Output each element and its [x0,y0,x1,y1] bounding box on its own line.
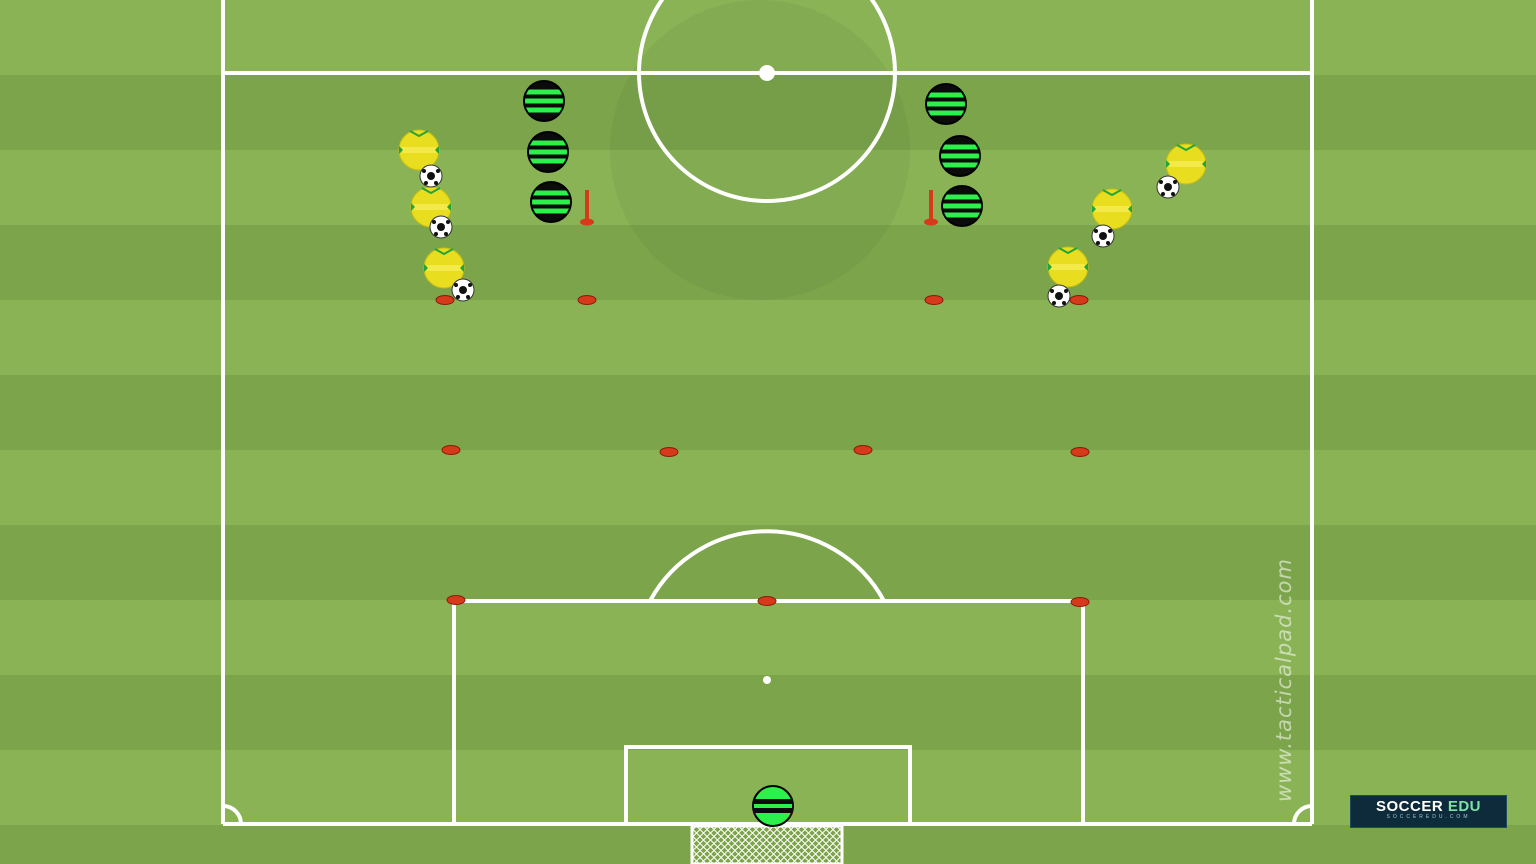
center-spot [759,65,775,81]
flat-cone [1070,597,1090,607]
goal-net [690,824,844,864]
logo-text: SOCCER EDU [1351,798,1506,815]
center-circle [637,0,897,203]
soccer-edu-logo: SOCCER EDU SOCCEREDU.COM [1350,795,1507,828]
attacker-group [398,129,1207,289]
defender-player [939,135,981,177]
corner-arc-right [1292,804,1313,825]
pole-marker [580,190,594,226]
attacker-player [1091,188,1133,230]
pole-marker [924,190,938,226]
penalty-arc [648,529,886,602]
goalkeeper-group [752,785,794,827]
flat-cone [1070,447,1090,457]
soccer-ball [1047,284,1071,308]
cone-group [435,295,1090,607]
flat-cone [1069,295,1089,305]
flat-cone [446,595,466,605]
flat-cone [441,445,461,455]
defender-player [941,185,983,227]
logo-text-main: SOCCER [1375,798,1444,815]
defender-group [523,80,983,227]
defender-player [530,181,572,223]
soccer-ball [1156,175,1180,199]
flat-cone [435,295,455,305]
attacker-player [423,247,465,289]
pole-group [580,190,938,226]
logo-text-accent: EDU [1447,798,1482,815]
attacker-player [1165,143,1207,185]
soccer-ball [429,215,453,239]
goalkeeper-player [752,785,794,827]
corner-arc-left [222,804,243,825]
attacker-player [398,129,440,171]
defender-player [527,131,569,173]
logo-subtext: SOCCEREDU.COM [1386,814,1471,820]
flat-cone [924,295,944,305]
faded-ball-watermark [610,0,910,300]
attacker-player [1047,246,1089,288]
soccer-ball [451,278,475,302]
defender-player [925,83,967,125]
flat-cone [757,596,777,606]
flat-cone [659,447,679,457]
defender-player [523,80,565,122]
penalty-spot [763,676,771,684]
flat-cone [577,295,597,305]
soccer-ball [1091,224,1115,248]
ball-group [419,164,1180,308]
soccer-ball [419,164,443,188]
flat-cone [853,445,873,455]
watermark-text: www.tacticalpad.com [1272,558,1296,802]
